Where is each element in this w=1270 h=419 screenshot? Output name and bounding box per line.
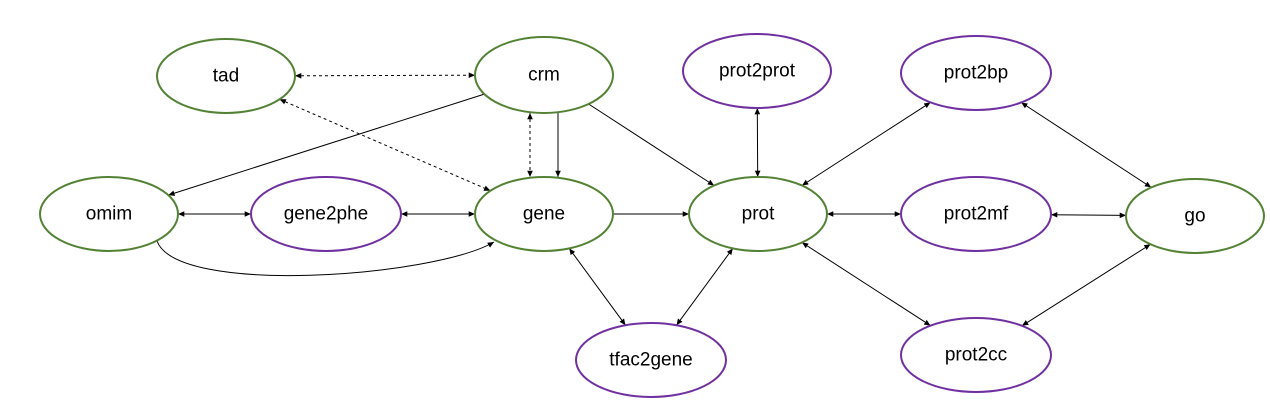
node-gene: gene [474, 176, 614, 252]
node-prot2cc-label: prot2cc [945, 345, 1007, 366]
edge-crm-omim [168, 93, 485, 196]
node-prot2mf: prot2mf [900, 176, 1052, 252]
node-crm-label: crm [528, 65, 560, 86]
node-crm: crm [474, 36, 614, 114]
node-tad: tad [156, 38, 296, 114]
node-go-ellipse [1125, 178, 1265, 254]
node-prot2mf-ellipse [900, 176, 1052, 252]
node-prot2prot: prot2prot [682, 33, 832, 109]
node-tfac2gene: tfac2gene [575, 322, 727, 398]
node-prot2prot-ellipse [682, 33, 832, 109]
edge-prot-prot2cc [801, 242, 931, 327]
edge-prot2cc-go [1021, 243, 1151, 327]
node-prot: prot [688, 176, 828, 252]
node-tfac2gene-ellipse [575, 322, 727, 398]
node-gene-label: gene [523, 204, 565, 225]
nodes-layer: tad crm prot2prot prot2bp omim gene2phe gene pr… [39, 33, 1265, 398]
node-crm-ellipse [474, 36, 614, 114]
node-omim-ellipse [39, 176, 179, 252]
node-prot2cc-ellipse [900, 317, 1052, 393]
node-tad-label: tad [213, 66, 239, 87]
edge-omim-gene [156, 240, 495, 277]
edge-tad-crm [294, 72, 476, 79]
node-tad-ellipse [156, 38, 296, 114]
node-prot2bp-ellipse [900, 35, 1052, 111]
node-go-label: go [1184, 206, 1205, 227]
node-tfac2gene-label: tfac2gene [609, 350, 692, 371]
node-prot2prot-label: prot2prot [719, 61, 796, 82]
edge-tfac2gene-prot [676, 248, 734, 326]
edge-tad-gene [279, 98, 491, 192]
node-prot-label: prot [742, 204, 775, 225]
node-prot2mf-label: prot2mf [944, 204, 1009, 225]
node-prot2bp: prot2bp [900, 35, 1052, 111]
node-gene2phe-ellipse [250, 176, 402, 252]
node-omim: omim [39, 176, 179, 252]
node-go: go [1125, 178, 1265, 254]
node-prot2bp-label: prot2bp [944, 63, 1008, 84]
node-gene2phe-label: gene2phe [284, 204, 369, 225]
edge-gene-tfac2gene [568, 248, 626, 326]
node-omim-label: omim [86, 204, 132, 225]
node-gene2phe: gene2phe [250, 176, 402, 252]
edge-prot2bp-go [1020, 102, 1152, 188]
edge-crm-prot [588, 103, 715, 186]
node-gene-ellipse [474, 176, 614, 252]
edge-prot2mf-go [1050, 211, 1127, 219]
node-prot-ellipse [688, 176, 828, 252]
edges-layer [156, 72, 1152, 327]
node-prot2cc: prot2cc [900, 317, 1052, 393]
edge-prot-prot2bp [801, 101, 931, 186]
